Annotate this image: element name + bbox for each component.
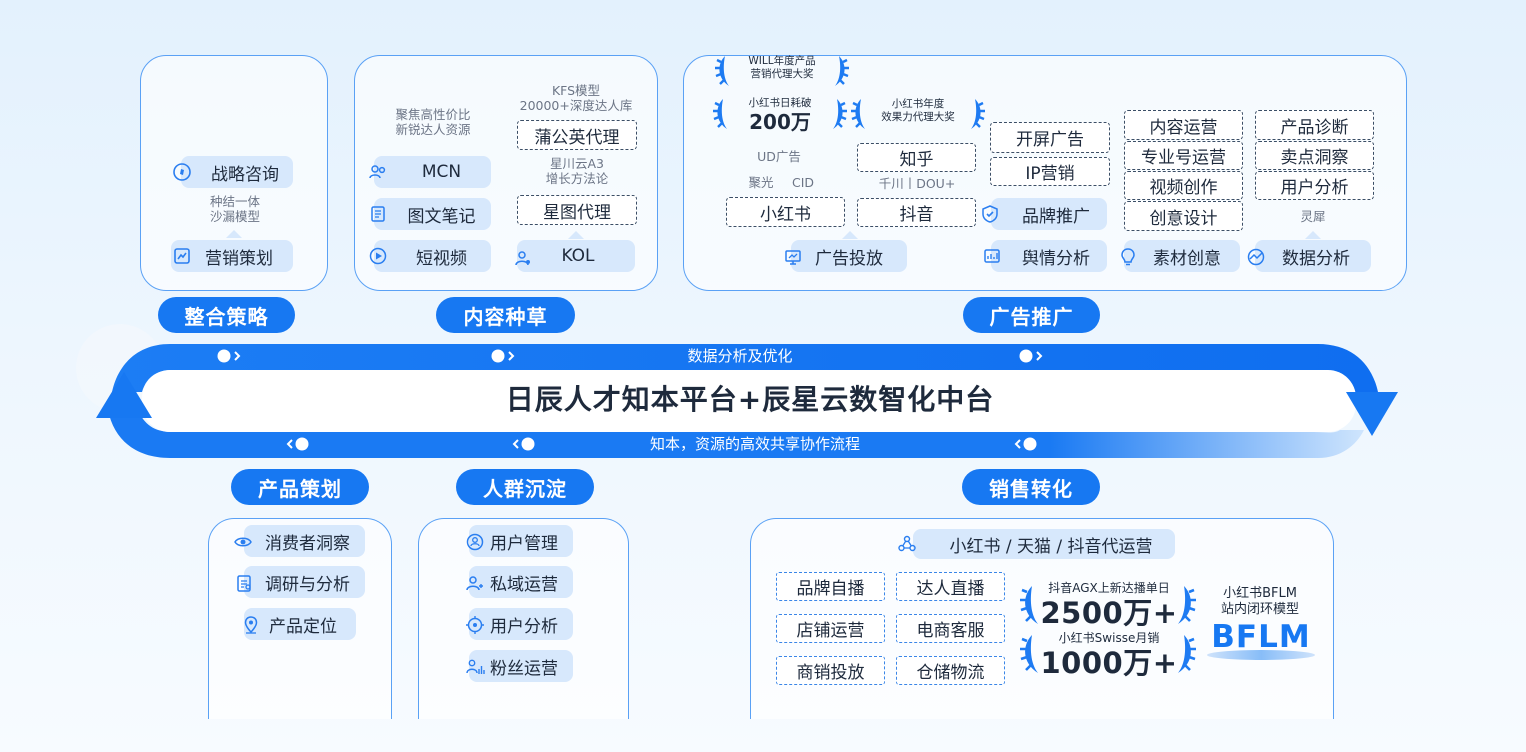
box-video-creation: 视频创作 [1124,171,1243,200]
box-product-diagnosis: 产品诊断 [1255,110,1374,140]
box-pro-account-operations: 专业号运营 [1124,141,1243,170]
note-new-kol-resources: 聚焦高性价比 新锐达人资源 [395,107,471,137]
note-juguang: 聚光 [748,175,774,190]
pointer-triangle [1305,231,1321,239]
fan-stats-icon [464,656,486,678]
laurel-icon [851,99,985,129]
pill-research-analysis: 调研与分析 [244,566,365,598]
pill-operations-platforms: 小红书 / 天猫 / 抖音代运营 [913,529,1175,559]
chart-screen-icon [981,246,1003,268]
pill-marketing-planning: 营销策划 [171,240,293,272]
compass-icon [171,161,193,183]
pointer-triangle [842,231,858,239]
pill-mcn: MCN [374,156,491,188]
bflm-caption: 小红书BFLM 站内闭环模型 [1220,586,1299,617]
pill-brand-promotion: 品牌推广 [991,198,1107,230]
loop-bottom-text: 知本，资源的高效共享协作流程 [649,435,860,453]
pill-short-video: 短视频 [374,240,491,272]
network-icon [896,533,918,555]
pill-fan-operations: 粉丝运营 [469,650,573,682]
laurel-icon [1020,586,1196,624]
laurel-icon [1020,635,1196,673]
user-plus-icon [464,572,486,594]
box-zhihu: 知乎 [857,143,976,172]
note-xingchuan-a3: 星川云A3 增长方法论 [545,156,609,186]
box-kol-live: 达人直播 [896,572,1005,601]
pill-graphic-notes: 图文笔记 [374,198,491,230]
pill-user-management: 用户管理 [469,525,573,557]
label-integrated-strategy: 整合策略 [158,297,295,333]
note-ud-ads: UD广告 [757,149,801,164]
pill-data-analysis: 数据分析 [1255,240,1371,272]
note-kfs-model: KFS模型 20000+深度达人库 [519,83,633,113]
pill-private-domain: 私域运营 [469,566,573,598]
pill-sentiment-analysis: 舆情分析 [991,240,1107,272]
eye-icon [232,531,254,553]
pill-consumer-insight: 消费者洞察 [244,525,365,557]
pill-ad-delivery: 广告投放 [791,240,907,272]
box-selling-point-insight: 卖点洞察 [1255,141,1374,170]
user-manage-icon [464,531,486,553]
play-icon [367,245,389,267]
notes-icon [367,203,389,225]
center-title: 日辰人才知本平台+辰星云数智化中台 [505,383,995,416]
clipboard-icon [233,572,255,594]
award-xhs-daily-spend: 小红书日耗破 200万 [748,97,812,134]
box-splash-ads: 开屏广告 [990,122,1110,153]
pointer-triangle [568,231,584,239]
box-ecommerce-service: 电商客服 [896,614,1005,643]
pill-kol: KOL [517,240,635,272]
pill-material-creative: 素材创意 [1124,240,1240,272]
label-content-seeding: 内容种草 [436,297,575,333]
box-pugongying-agent: 蒲公英代理 [517,120,637,150]
monitor-icon [782,246,804,268]
award-will-annual: WILL年度产品 营销代理大奖 [748,55,816,80]
box-trade-marketing: 商销投放 [776,656,885,685]
box-xingtu-agent: 星图代理 [517,195,637,225]
planning-icon [171,245,193,267]
award-xhs-effect-agent: 小红书年度 效果力代理大奖 [881,98,955,123]
bflm-logo: BFLM [1201,618,1321,662]
box-user-analysis: 用户分析 [1255,171,1374,200]
location-pin-icon [240,614,262,636]
kol-icon [512,247,534,269]
box-ip-marketing: IP营销 [990,157,1110,186]
people-icon [367,161,389,183]
label-sales-conversion: 销售转化 [962,469,1100,505]
pill-strategy-consulting: 战略咨询 [181,156,293,188]
target-icon [464,614,486,636]
box-store-operations: 店铺运营 [776,614,885,643]
laurel-icon [713,99,847,129]
award-douyin-agx: 抖音AGX上新达播单日 2500万+ [1040,581,1178,630]
box-warehousing-logistics: 仓储物流 [896,656,1005,685]
analytics-icon [1245,246,1267,268]
label-product-planning: 产品策划 [231,469,369,505]
shield-check-icon [979,203,1001,225]
laurel-icon [715,56,849,86]
box-content-operations: 内容运营 [1124,110,1243,140]
pill-product-positioning: 产品定位 [244,608,356,640]
box-xiaohongshu: 小红书 [726,197,845,227]
box-brand-self-live: 品牌自播 [776,572,885,601]
award-xhs-swisse: 小红书Swisse月销 1000万+ [1040,631,1178,680]
note-cid: CID [791,175,815,190]
label-crowd-retention: 人群沉淀 [456,469,594,505]
box-douyin: 抖音 [857,198,976,227]
note-qianchuan-dou: 千川丨DOU+ [878,176,956,191]
lightbulb-icon [1117,246,1139,268]
loop-top-text: 数据分析及优化 [687,347,793,365]
label-ad-promotion: 广告推广 [963,297,1100,333]
pill-user-analysis: 用户分析 [469,608,573,640]
note-lingxi: 灵犀 [1300,209,1326,224]
box-creative-design: 创意设计 [1124,201,1243,231]
pointer-triangle [226,230,242,238]
note-hourglass-model: 种结一体 沙漏模型 [209,194,260,224]
